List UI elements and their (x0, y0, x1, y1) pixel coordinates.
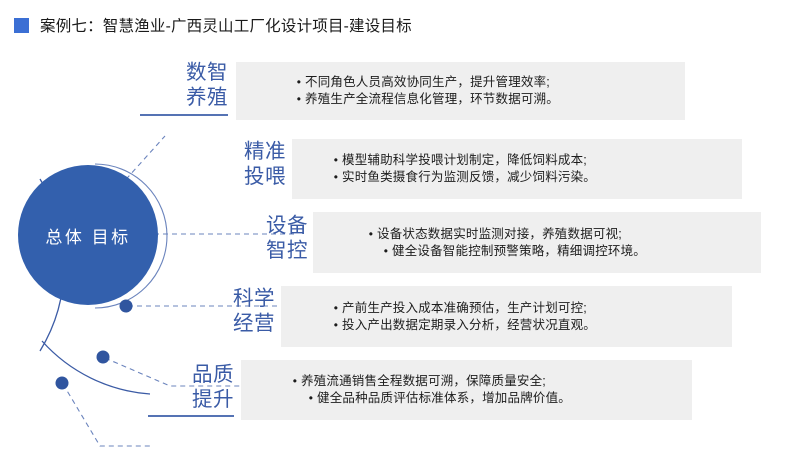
bullet-item: • 产前生产投入成本准确预估，生产计划可控; (330, 300, 732, 317)
goal-label-line1: 品质 (192, 363, 234, 386)
goal-label-shuzhi-yangzhi: 数智 养殖 (168, 60, 228, 110)
bullet-dot-icon: • (292, 374, 298, 388)
goal-label-jingzhun-touwei: 精准 投喂 (226, 139, 286, 189)
goal-box-jingzhun-touwei: • 模型辅助科学投喂计划制定，降低饲料成本; • 实时鱼类摄食行为监测反馈，减少… (292, 139, 742, 199)
bullet-dot-icon: • (308, 391, 314, 405)
bullet-dot-icon: • (296, 75, 302, 89)
goal-label-line1: 数智 (186, 61, 228, 84)
bullet-text: 模型辅助科学投喂计划制定，降低饲料成本; (342, 153, 587, 167)
goal-label-line1: 科学 (233, 287, 275, 310)
bullet-item: • 健全品种品质评估标准体系，增加品牌价值。 (289, 390, 692, 407)
bullet-item: • 投入产出数据定期录入分析，经营状况直观。 (330, 317, 732, 334)
bullet-item: • 健全设备智能控制预警策略，精细调控环境。 (365, 243, 761, 260)
goal-label-pinzhi-tisheng: 品质 提升 (174, 362, 234, 412)
goal-label-line2: 提升 (192, 388, 234, 411)
bullet-text: 健全设备智能控制预警策略，精细调控环境。 (392, 243, 647, 258)
square-bullet-icon (14, 17, 29, 33)
node-dot-3 (119, 299, 133, 313)
goal-label-underline (140, 114, 228, 116)
bullet-dot-icon: • (333, 317, 339, 332)
bullet-text: 养殖流通销售全程数据可溯，保障质量安全; (301, 374, 546, 388)
goal-label-line2: 智控 (266, 239, 308, 262)
node-dot-5 (55, 376, 69, 390)
bullet-dot-icon: • (333, 153, 339, 167)
bullet-dot-icon: • (296, 92, 302, 106)
bullet-text: 实时鱼类摄食行为监测反馈，减少饲料污染。 (342, 170, 597, 184)
goal-label-line1: 设备 (266, 214, 308, 237)
connector-5 (62, 383, 150, 447)
bullet-dot-icon: • (368, 226, 374, 241)
goal-box-shebei-zhikong: • 设备状态数据实时监测对接，养殖数据可视; • 健全设备智能控制预警策略，精细… (313, 212, 761, 273)
page-title: 案例七：智慧渔业-广西灵山工厂化设计项目-建设目标 (40, 18, 412, 35)
goal-label-line2: 经营 (233, 312, 275, 335)
bullet-item: • 不同角色人员高效协同生产，提升管理效率; (293, 74, 685, 91)
bullet-dot-icon: • (333, 300, 339, 315)
bullet-item: • 养殖生产全流程信息化管理，环节数据可溯。 (293, 91, 685, 108)
bullet-text: 健全品种品质评估标准体系，增加品牌价值。 (317, 391, 572, 405)
goal-box-kexue-jingying: • 产前生产投入成本准确预估，生产计划可控; • 投入产出数据定期录入分析，经营… (281, 286, 732, 347)
bullet-item: • 设备状态数据实时监测对接，养殖数据可视; (365, 226, 761, 243)
bullet-text: 投入产出数据定期录入分析，经营状况直观。 (342, 317, 597, 332)
goal-box-pinzhi-tisheng: • 养殖流通销售全程数据可溯，保障质量安全; • 健全品种品质评估标准体系，增加… (241, 360, 692, 420)
slide-header: 案例七：智慧渔业-广西灵山工厂化设计项目-建设目标 (0, 0, 800, 50)
goals-diagram: 总体 目标 数智 养殖 • 不同角色人员高效协同生产，提升管理效率; • 养殖生… (0, 46, 800, 450)
overall-goal-label: 总体 目标 (45, 227, 131, 247)
bullet-dot-icon: • (383, 243, 389, 258)
overall-goal-circle: 总体 目标 (18, 165, 158, 305)
bullet-item: • 模型辅助科学投喂计划制定，降低饲料成本; (330, 152, 742, 169)
goal-label-line2: 投喂 (244, 165, 286, 188)
node-dot-4 (96, 350, 110, 364)
bullet-text: 养殖生产全流程信息化管理，环节数据可溯。 (305, 92, 560, 106)
bullet-dot-icon: • (333, 170, 339, 184)
goal-label-shebei-zhikong: 设备 智控 (248, 213, 308, 263)
bullet-item: • 养殖流通销售全程数据可溯，保障质量安全; (289, 373, 692, 390)
bullet-item: • 实时鱼类摄食行为监测反馈，减少饲料污染。 (330, 169, 742, 186)
lower-arc (41, 340, 151, 395)
goal-label-line1: 精准 (244, 140, 286, 163)
bullet-text: 设备状态数据实时监测对接，养殖数据可视; (377, 226, 622, 241)
bullet-text: 不同角色人员高效协同生产，提升管理效率; (305, 75, 550, 89)
goal-label-kexue-jingying: 科学 经营 (215, 286, 275, 336)
bullet-text: 产前生产投入成本准确预估，生产计划可控; (342, 300, 587, 315)
goal-label-line2: 养殖 (186, 86, 228, 109)
goal-label-underline (148, 415, 234, 417)
goal-box-shuzhi-yangzhi: • 不同角色人员高效协同生产，提升管理效率; • 养殖生产全流程信息化管理，环节… (236, 62, 685, 120)
